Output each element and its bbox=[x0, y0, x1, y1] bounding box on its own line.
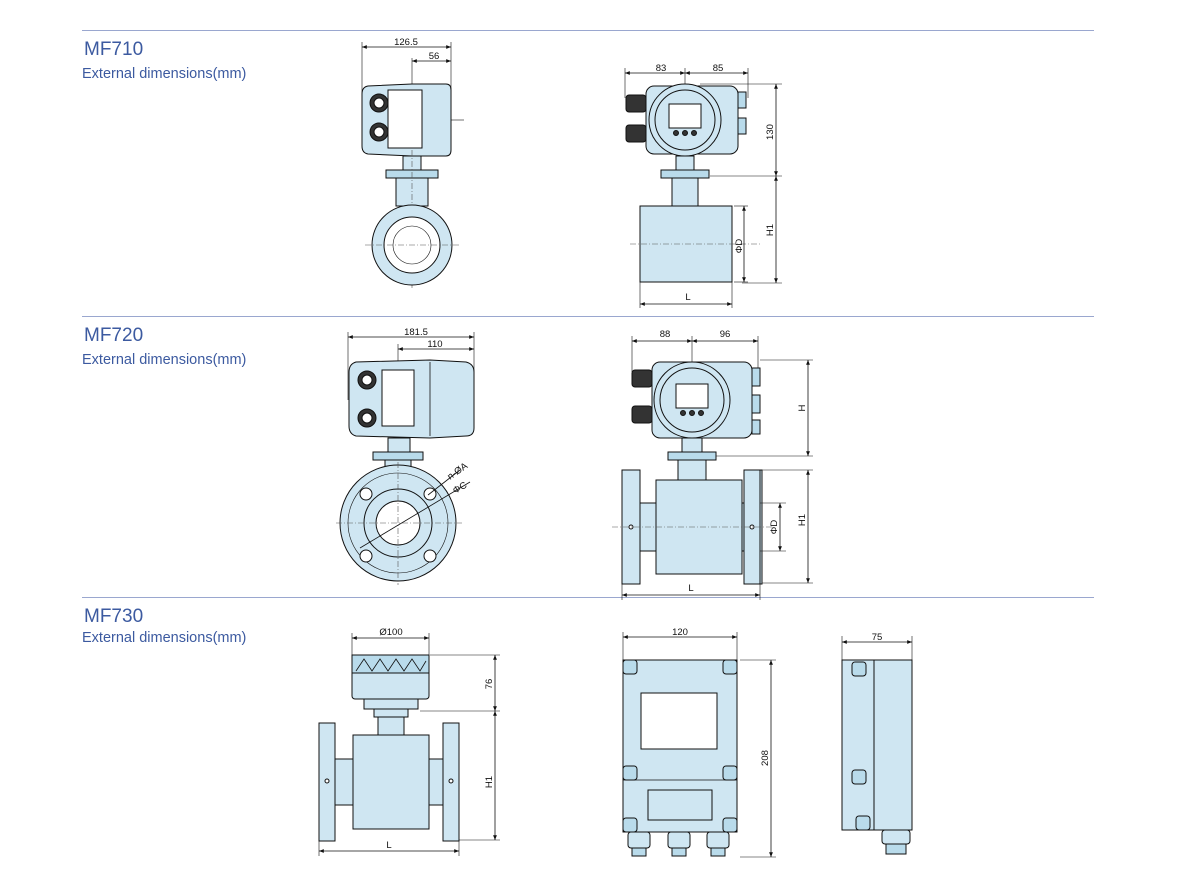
section-subtitle-mf710: External dimensions(mm) bbox=[82, 66, 247, 82]
mf730-box-dim-height: 208 bbox=[760, 750, 771, 766]
mf720-side-dim-pcd: ΦC bbox=[451, 480, 469, 497]
mf730-sensor-dim-length: L bbox=[386, 840, 391, 851]
section-subtitle-mf730: External dimensions(mm) bbox=[82, 630, 247, 646]
section-title-mf710: MF710 bbox=[84, 39, 144, 60]
mf710-side-dim-overall: 126.5 bbox=[394, 37, 418, 48]
mf720-front-dim-length: L bbox=[688, 583, 693, 594]
section-title-mf720: MF720 bbox=[84, 325, 144, 346]
mf710-front-dim-height: 130 bbox=[765, 124, 776, 140]
mf720-front-dim-left: 88 bbox=[660, 329, 671, 340]
mf720-side-dim-overall: 181.5 bbox=[404, 327, 428, 338]
section-subtitle-mf720: External dimensions(mm) bbox=[82, 352, 247, 368]
mf730-box-side-dim-depth: 75 bbox=[872, 632, 883, 643]
mf720-front-dim-right: 96 bbox=[720, 329, 731, 340]
mf710-front-dim-dia: ΦD bbox=[734, 239, 745, 254]
mf720-side-view: 181.5 110 n-ØA ΦC bbox=[336, 327, 475, 585]
mf710-side-dim-offset: 56 bbox=[429, 51, 440, 62]
mf710-side-view: 126.5 56 bbox=[361, 37, 464, 290]
mf720-front-dim-dia: ΦD bbox=[769, 520, 780, 535]
mf730-box-side-view: 75 bbox=[841, 632, 913, 855]
mf730-sensor-dim-height: 76 bbox=[484, 679, 495, 690]
mf710-front-view: 83 85 130 H1 ΦD bbox=[624, 63, 782, 308]
section-title-mf730: MF730 bbox=[84, 606, 144, 627]
mf710-front-dim-right: 85 bbox=[713, 63, 724, 74]
mf720-front-view: 88 96 H H1 bbox=[612, 329, 813, 600]
mf730-box-front-view: 120 208 bbox=[622, 627, 776, 858]
separator-mf720 bbox=[82, 316, 1094, 317]
mf730-box-dim-width: 120 bbox=[672, 627, 688, 638]
mf730-sensor-dim-h1: H1 bbox=[484, 776, 495, 788]
separator-mf730 bbox=[82, 597, 1094, 598]
mf720-side-dim-offset: 110 bbox=[427, 339, 442, 350]
mf720-front-dim-h1: H1 bbox=[797, 514, 808, 526]
mf720-side-dim-bolt: n-ØA bbox=[445, 460, 470, 482]
mf710-front-dim-left: 83 bbox=[656, 63, 667, 74]
mf720-front-dim-h: H bbox=[797, 404, 808, 411]
separator-top bbox=[82, 30, 1094, 31]
mf710-front-dim-h1: H1 bbox=[765, 224, 776, 236]
mf730-sensor-view: Ø100 76 H1 L bbox=[318, 627, 500, 856]
mf710-front-dim-length: L bbox=[685, 292, 690, 303]
mf730-sensor-dim-dia: Ø100 bbox=[379, 627, 402, 638]
